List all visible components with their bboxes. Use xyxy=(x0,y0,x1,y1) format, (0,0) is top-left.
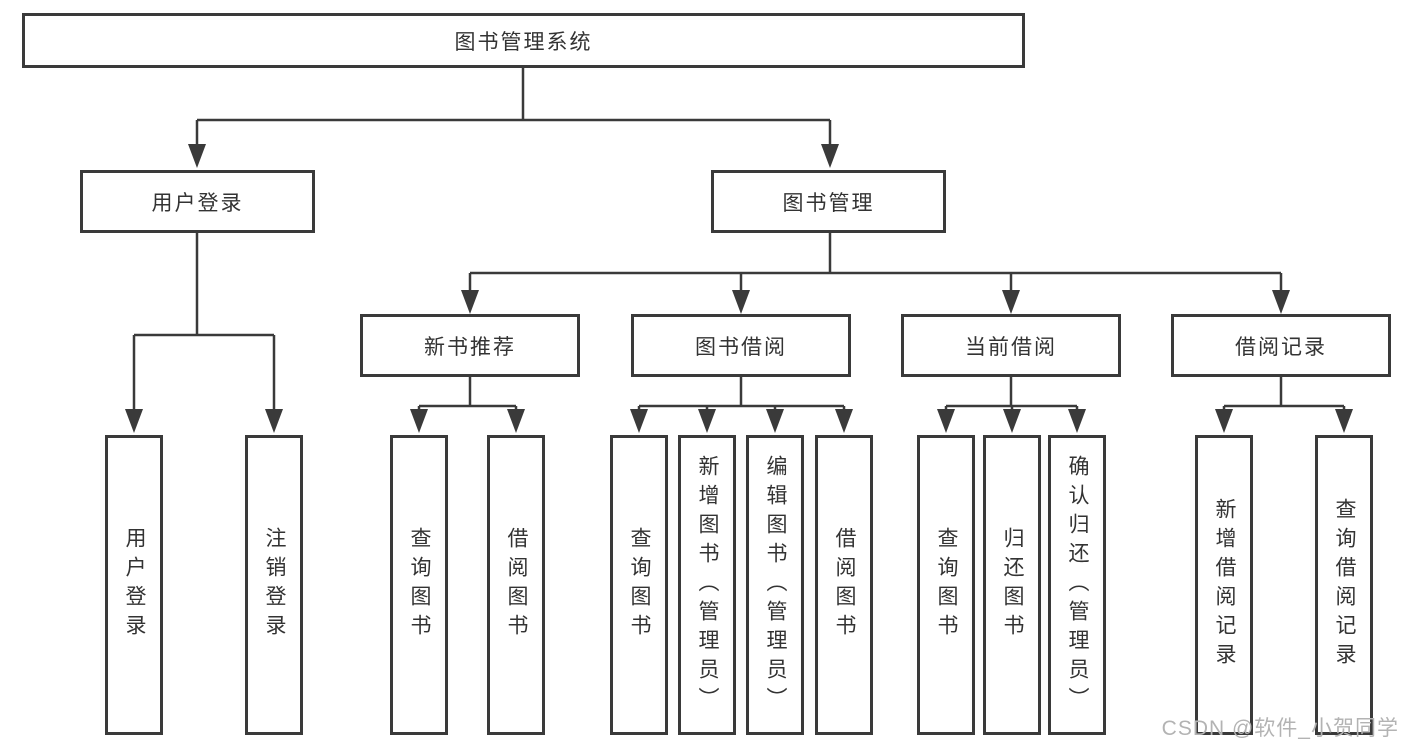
leaf-label: 新增借阅记录 xyxy=(1213,498,1236,672)
node-book-borrowing: 图书借阅 xyxy=(631,314,851,377)
leaf-label: 查询图书 xyxy=(628,527,651,643)
node-book-management: 图书管理 xyxy=(711,170,946,233)
leaf-edit-book-admin: 编辑图书（管理员） xyxy=(746,435,804,735)
node-library-system: 图书管理系统 xyxy=(22,13,1025,68)
leaf-label: 查询借阅记录 xyxy=(1333,498,1356,672)
leaf-add-book-admin: 新增图书（管理员） xyxy=(678,435,736,735)
leaf-label: 归还图书 xyxy=(1001,527,1024,643)
leaf-query-borrow-record: 查询借阅记录 xyxy=(1315,435,1373,735)
node-user-login: 用户登录 xyxy=(80,170,315,233)
leaf-label: 查询图书 xyxy=(408,527,431,643)
leaf-label: 用户登录 xyxy=(123,527,146,643)
node-label: 借阅记录 xyxy=(1235,335,1327,359)
leaf-borrow-books-recommend: 借阅图书 xyxy=(487,435,545,735)
leaf-query-books-recommend: 查询图书 xyxy=(390,435,448,735)
leaf-confirm-return-admin: 确认归还（管理员） xyxy=(1048,435,1106,735)
node-label: 图书借阅 xyxy=(695,335,787,359)
node-label: 图书管理系统 xyxy=(454,30,593,54)
leaf-borrow-books-borrow: 借阅图书 xyxy=(815,435,873,735)
leaf-label: 借阅图书 xyxy=(505,527,528,643)
csdn-watermark: CSDN @软件_小贺同学 xyxy=(1161,717,1399,740)
node-label: 当前借阅 xyxy=(965,335,1057,359)
leaf-label: 确认归还（管理员） xyxy=(1066,454,1089,716)
node-label: 图书管理 xyxy=(782,191,875,215)
leaf-label: 编辑图书（管理员） xyxy=(764,454,787,716)
leaf-label: 新增图书（管理员） xyxy=(696,454,719,716)
leaf-label: 注销登录 xyxy=(263,527,286,643)
leaf-logout: 注销登录 xyxy=(245,435,303,735)
leaf-query-books-current: 查询图书 xyxy=(917,435,975,735)
leaf-add-borrow-record: 新增借阅记录 xyxy=(1195,435,1253,735)
leaf-user-login: 用户登录 xyxy=(105,435,163,735)
node-borrowing-records: 借阅记录 xyxy=(1171,314,1391,377)
node-new-book-recommend: 新书推荐 xyxy=(360,314,580,377)
leaf-query-books-borrow: 查询图书 xyxy=(610,435,668,735)
node-label: 新书推荐 xyxy=(424,335,516,359)
leaf-label: 查询图书 xyxy=(935,527,958,643)
leaf-return-book: 归还图书 xyxy=(983,435,1041,735)
node-label: 用户登录 xyxy=(151,191,244,215)
leaf-label: 借阅图书 xyxy=(833,527,856,643)
node-current-borrowing: 当前借阅 xyxy=(901,314,1121,377)
